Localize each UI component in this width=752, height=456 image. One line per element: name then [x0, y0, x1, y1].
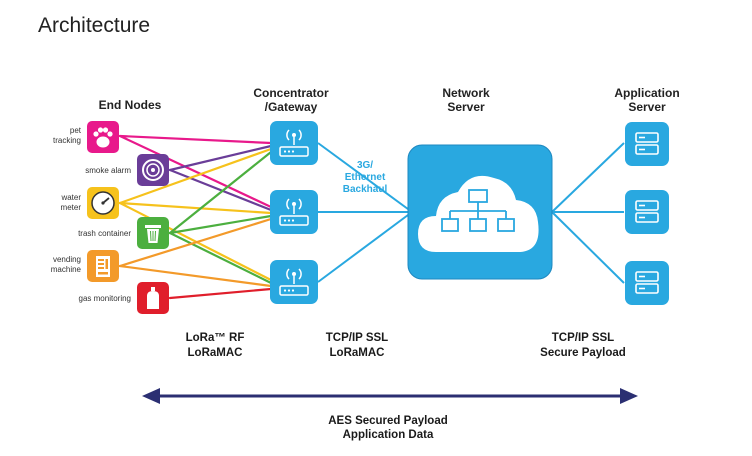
gateway-1: [270, 121, 318, 165]
link-water-gw1: [118, 147, 273, 205]
link-gas-gw3: [168, 287, 273, 300]
node-label-vending-2: machine: [51, 265, 82, 274]
link-smoke-gw2: [168, 168, 273, 212]
gateway-3: [270, 260, 318, 304]
aes-arrow: [142, 388, 638, 404]
trash-icon: [137, 217, 169, 249]
link-vending-gw2: [118, 217, 273, 268]
backhaul-gw3: [317, 211, 413, 283]
app-server-2: [625, 190, 669, 234]
node-label-trash: trash container: [78, 229, 131, 238]
node-label-gas: gas monitoring: [79, 294, 131, 303]
node-label-water-1: water: [60, 193, 81, 202]
end-nodes-header: End Nodes: [99, 98, 162, 112]
gas-cylinder-icon: [137, 282, 169, 314]
network-header-line2: Server: [447, 100, 485, 114]
link-pet-gw2: [118, 134, 273, 209]
node-label-smoke: smoke alarm: [85, 166, 131, 175]
aes-label-line2: Application Data: [343, 429, 434, 441]
antenna-icon: [286, 268, 302, 284]
link-trash-gw1: [168, 150, 273, 235]
backhaul-label-1: 3G/: [357, 160, 373, 171]
app-header-line1: Application: [614, 86, 679, 100]
link-smoke-gw1: [168, 144, 273, 172]
network-server: [407, 144, 553, 280]
smoke-alarm-icon: [137, 154, 169, 186]
proto-tcp1-line1: TCP/IP SSL: [326, 332, 388, 344]
network-header-line1: Network: [442, 86, 490, 100]
end-node-labels: pet tracking smoke alarm water meter tra…: [51, 126, 132, 303]
gateway-2: [270, 190, 318, 234]
link-trash-gw2: [168, 214, 273, 235]
page-title: Architecture: [38, 14, 151, 37]
app-link-1: [551, 142, 625, 213]
aes-label-line1: AES Secured Payload: [328, 415, 448, 427]
server-icon: [635, 271, 659, 294]
app-header-line2: Server: [628, 100, 666, 114]
server-icon: [635, 132, 659, 155]
rf-links: [118, 134, 273, 300]
backhaul-links: [317, 142, 413, 283]
node-label-pet-1: pet: [70, 126, 82, 135]
backhaul-label-2: Ethernet: [345, 172, 386, 183]
gateway-header-line1: Concentrator: [253, 86, 329, 100]
proto-rf-line1: LoRa™ RF: [186, 332, 245, 344]
proto-tcp1-line2: LoRaMAC: [330, 347, 385, 359]
backhaul-label-3: Backhaul: [343, 184, 388, 195]
link-water-gw2: [118, 201, 273, 215]
backhaul-gw1: [317, 142, 413, 213]
node-label-water-2: meter: [61, 203, 82, 212]
proto-rf-line2: LoRaMAC: [188, 347, 243, 359]
app-server-3: [625, 261, 669, 305]
server-icon: [635, 200, 659, 223]
node-label-pet-2: tracking: [53, 136, 81, 145]
gateway-header-line2: /Gateway: [265, 100, 318, 114]
proto-tcp2-line1: TCP/IP SSL: [552, 332, 614, 344]
proto-tcp2-line2: Secure Payload: [540, 347, 626, 359]
antenna-icon: [286, 129, 302, 145]
antenna-icon: [286, 198, 302, 214]
link-vending-gw3: [118, 264, 273, 288]
app-server-1: [625, 122, 669, 166]
paw-icon: [87, 121, 119, 153]
hierarchy-icon: [441, 189, 515, 232]
gauge-icon: [87, 187, 119, 219]
app-link-3: [551, 211, 625, 284]
link-trash-gw3: [168, 231, 273, 285]
node-label-vending-1: vending: [53, 255, 81, 264]
app-links: [551, 142, 625, 284]
vending-machine-icon: [87, 250, 119, 282]
link-pet-gw1: [118, 134, 273, 145]
